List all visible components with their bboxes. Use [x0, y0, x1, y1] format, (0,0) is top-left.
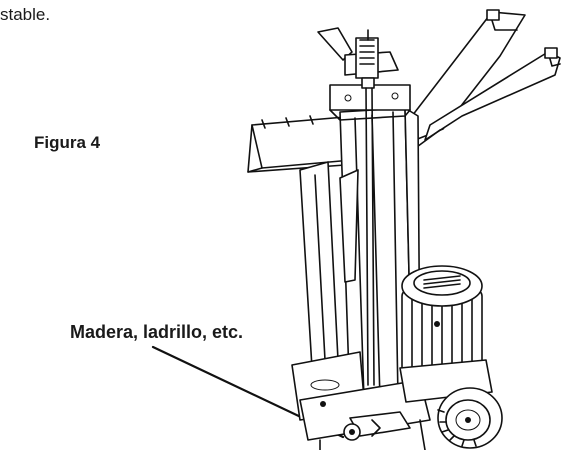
top-screw-assembly [317, 27, 399, 386]
left-tray [247, 115, 353, 173]
text-fragment: stable. [0, 5, 51, 24]
wedge-blade [299, 161, 359, 369]
release-lever [343, 411, 411, 441]
callout-label: Madera, ladrillo, etc. [70, 322, 244, 342]
motor [399, 265, 493, 403]
wheel [437, 387, 503, 449]
figure-label: Figura 4 [34, 133, 101, 152]
